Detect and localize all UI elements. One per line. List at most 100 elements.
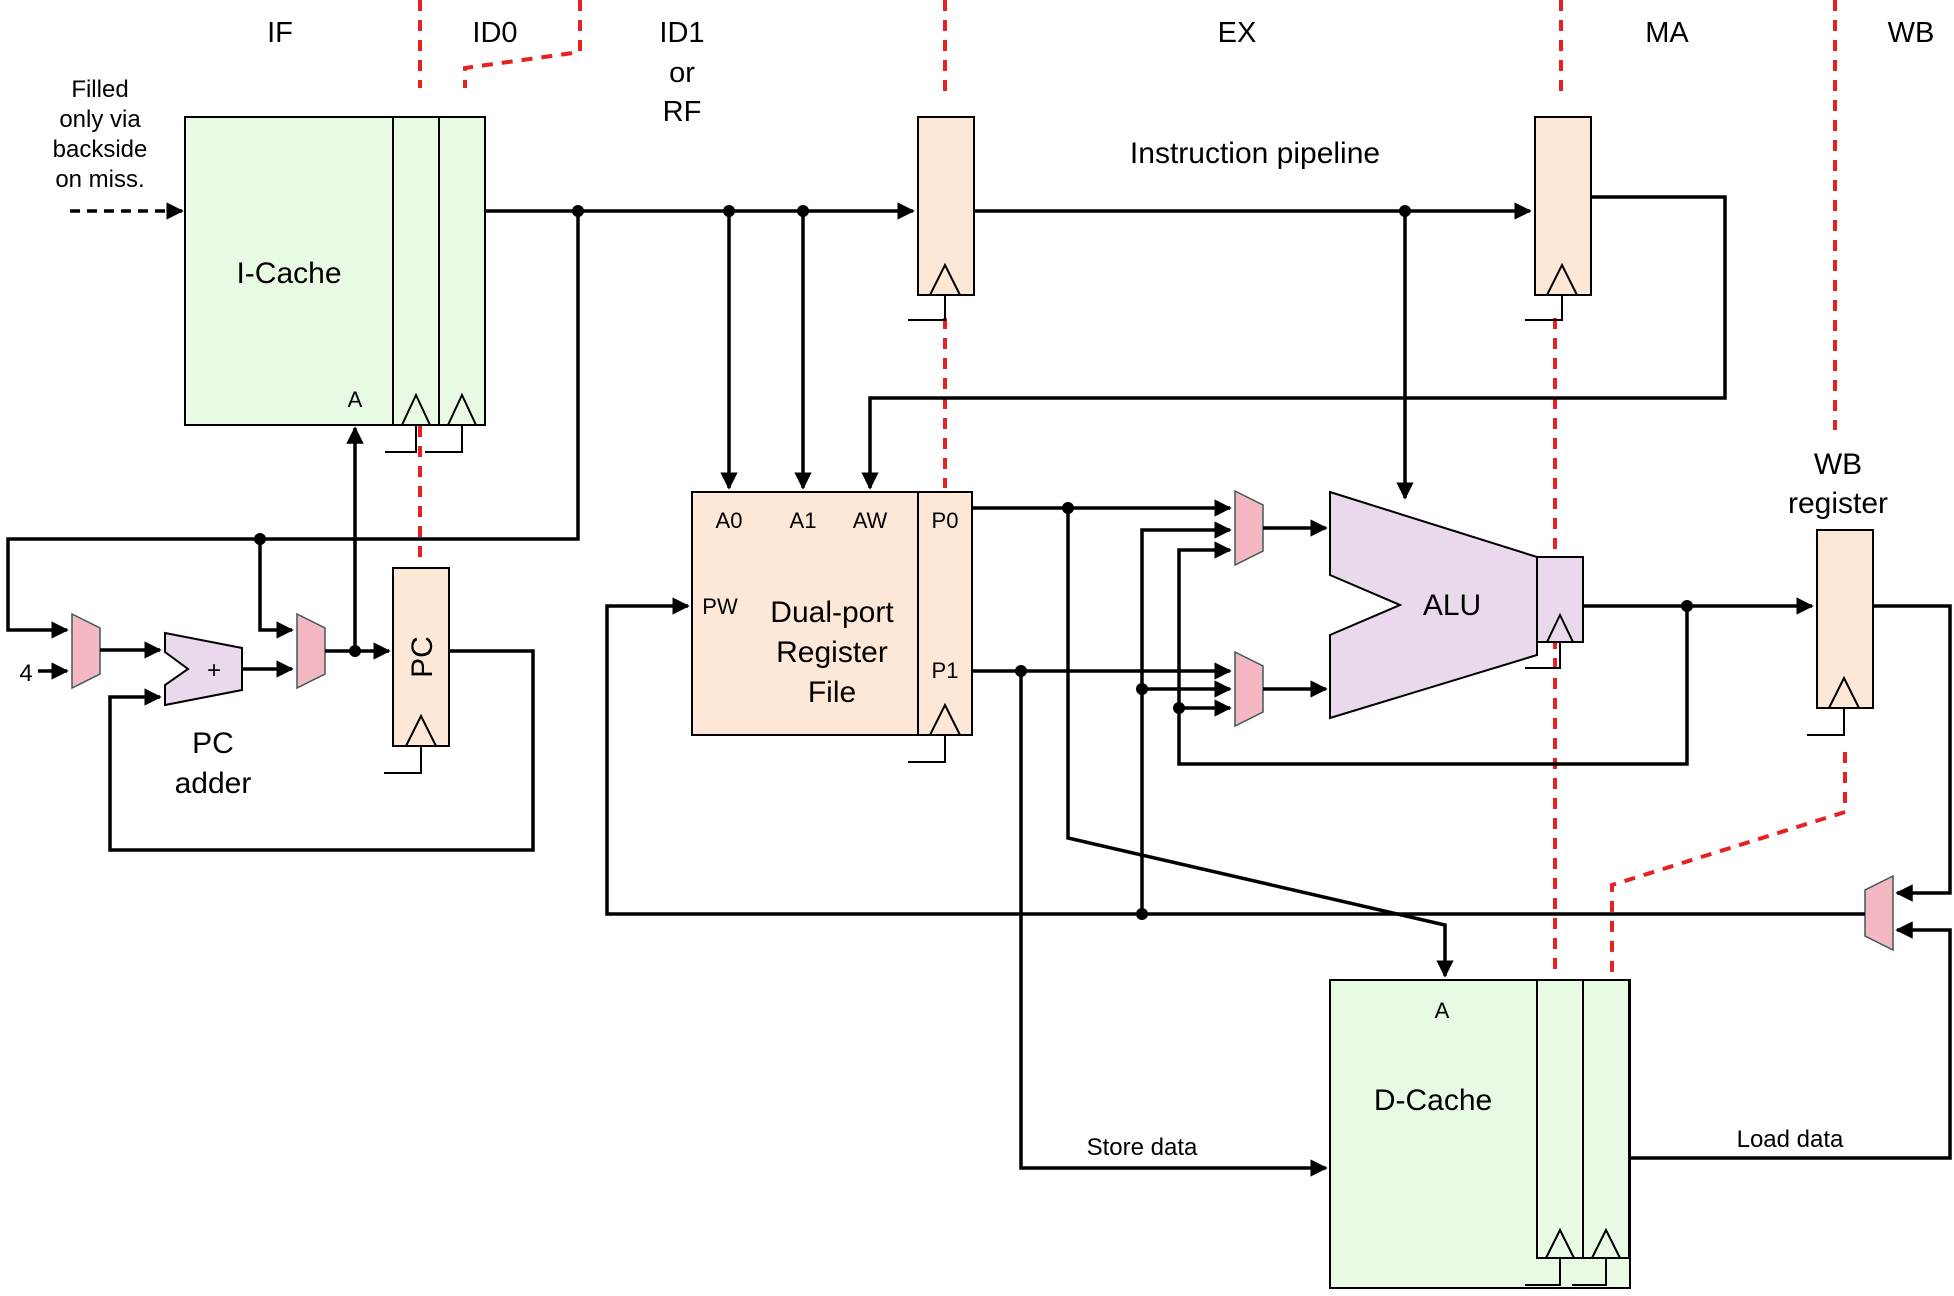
junction-dot [723,205,735,217]
wire-wb-to-mux [1873,604,1952,902]
id1-pipeline-register [908,116,975,321]
pc-title: PC [406,636,439,678]
store-data-label: Store data [1087,1134,1198,1161]
alu: ALU [1329,490,1584,720]
icache-note-line-3: backside [53,136,148,163]
regfile-port-a1: A1 [790,508,817,533]
wire-alu-bypass-a [1177,541,1689,766]
regfile-title-line-1: Dual-port [770,596,894,629]
wb-register-label-line-2: register [1788,487,1888,520]
id1-reg-clock [929,262,961,296]
regfile-port-a0: A0 [716,508,743,533]
alu-title: ALU [1423,589,1481,622]
register-file: Dual-port Register File A0 A1 AW PW P0 P… [691,491,973,763]
ma-reg-clock [1546,262,1578,296]
regfile-port-p0: P0 [932,508,959,533]
alu-a-mux [1234,489,1264,567]
pc-reg-clock-lead [384,746,422,774]
icache-title: I-Cache [236,257,341,290]
regfile-clock-lead [908,735,946,763]
writeback-mux [1864,874,1894,952]
icache-latch-2 [438,116,486,426]
regfile-port-pw: PW [702,594,738,619]
icache: I-Cache A Filled only via backside on mi… [53,76,486,453]
icache-latch-1 [392,116,440,426]
pc-adder-label-line-2: adder [175,767,252,800]
dcache-latch-1 [1536,979,1584,1259]
alu-b-mux [1234,650,1264,728]
wb-register-label-line-1: WB [1814,448,1862,481]
stage-ex: EX [1218,17,1257,49]
load-data-label: Load data [1737,1126,1844,1153]
wb-register: WB register [1788,448,1888,736]
junction-dot [254,533,266,545]
junction-dot [1681,600,1693,612]
ma-reg-clock-lead [1525,295,1563,321]
stage-wb: WB [1888,17,1935,49]
stage-id0: ID0 [472,17,517,49]
pc-adder: + PC adder 4 [19,631,252,800]
icache-clock-1 [401,392,431,426]
stage-dividers [418,0,1847,975]
wire-wb-bypass-a [1140,521,1232,914]
icache-note-line-4: on miss. [55,166,144,193]
alu-clock [1546,612,1574,643]
regfile-output-latch [917,491,973,736]
pc-register: PC [384,567,450,774]
instruction-pipeline-label: Instruction pipeline [1130,137,1380,170]
wire-instr-to-branch [6,211,580,639]
junctions [254,205,1693,920]
junction-dot [1173,702,1185,714]
junction-dot [572,205,584,217]
junction-dot [1136,908,1148,920]
junction-dot [1136,683,1148,695]
dcache-title: D-Cache [1374,1084,1492,1117]
pc-constant-four: 4 [19,660,32,687]
pc-reg-clock [405,713,437,747]
junction-dot [1015,665,1027,677]
regfile-clock [929,702,961,736]
id1-reg-clock-lead [908,295,946,321]
pc-adder-label-line-1: PC [192,727,234,760]
junction-dot [1062,502,1074,514]
pc-adder-body [164,631,243,707]
regfile-port-p1: P1 [932,658,959,683]
divider-id0-id1 [463,0,582,88]
stage-if: IF [267,17,293,49]
divider-ma-wb-bottom [1610,752,1847,975]
icache-port-a: A [348,387,363,412]
dcache-latch-2 [1582,979,1630,1259]
alu-clock-lead [1525,642,1561,669]
icache-clock-2 [447,392,477,426]
pc-select-mux [296,612,326,690]
dcache-clock-lead [1525,1258,1607,1286]
regfile-title-line-2: Register [776,636,888,669]
stage-id1-rf: RF [663,96,702,128]
stage-labels: IF ID0 ID1 or RF EX MA WB [267,17,1934,128]
dcache-clock-1 [1545,1227,1575,1259]
icache-note-line-1: Filled [71,76,128,103]
wire-pc-feedback [108,649,535,852]
junction-dot [349,645,361,657]
wire-load-data [1629,921,1952,1160]
junction-dot [797,205,809,217]
stage-ma: MA [1645,17,1689,49]
wire-branch-to-pc-mux [258,539,294,639]
icache-note-line-2: only via [59,106,141,133]
alu-output-latch [1536,556,1584,643]
regfile-port-aw: AW [853,508,888,533]
pc-adder-plus: + [207,657,221,684]
dcache-port-a: A [1435,998,1450,1023]
dcache: D-Cache A [1329,979,1631,1289]
wire-writeback-to-pw [605,597,1865,916]
wires [6,195,1952,1177]
icache-clock-lead [385,425,463,453]
wire-ma-to-aw [861,195,1727,490]
wire-address-to-dcache [1066,508,1454,978]
wb-reg-clock [1828,675,1860,709]
stage-id1-or: or [669,57,695,89]
wb-reg-clock-lead [1807,708,1845,736]
stage-id1: ID1 [659,17,704,49]
junction-dot [1399,205,1411,217]
